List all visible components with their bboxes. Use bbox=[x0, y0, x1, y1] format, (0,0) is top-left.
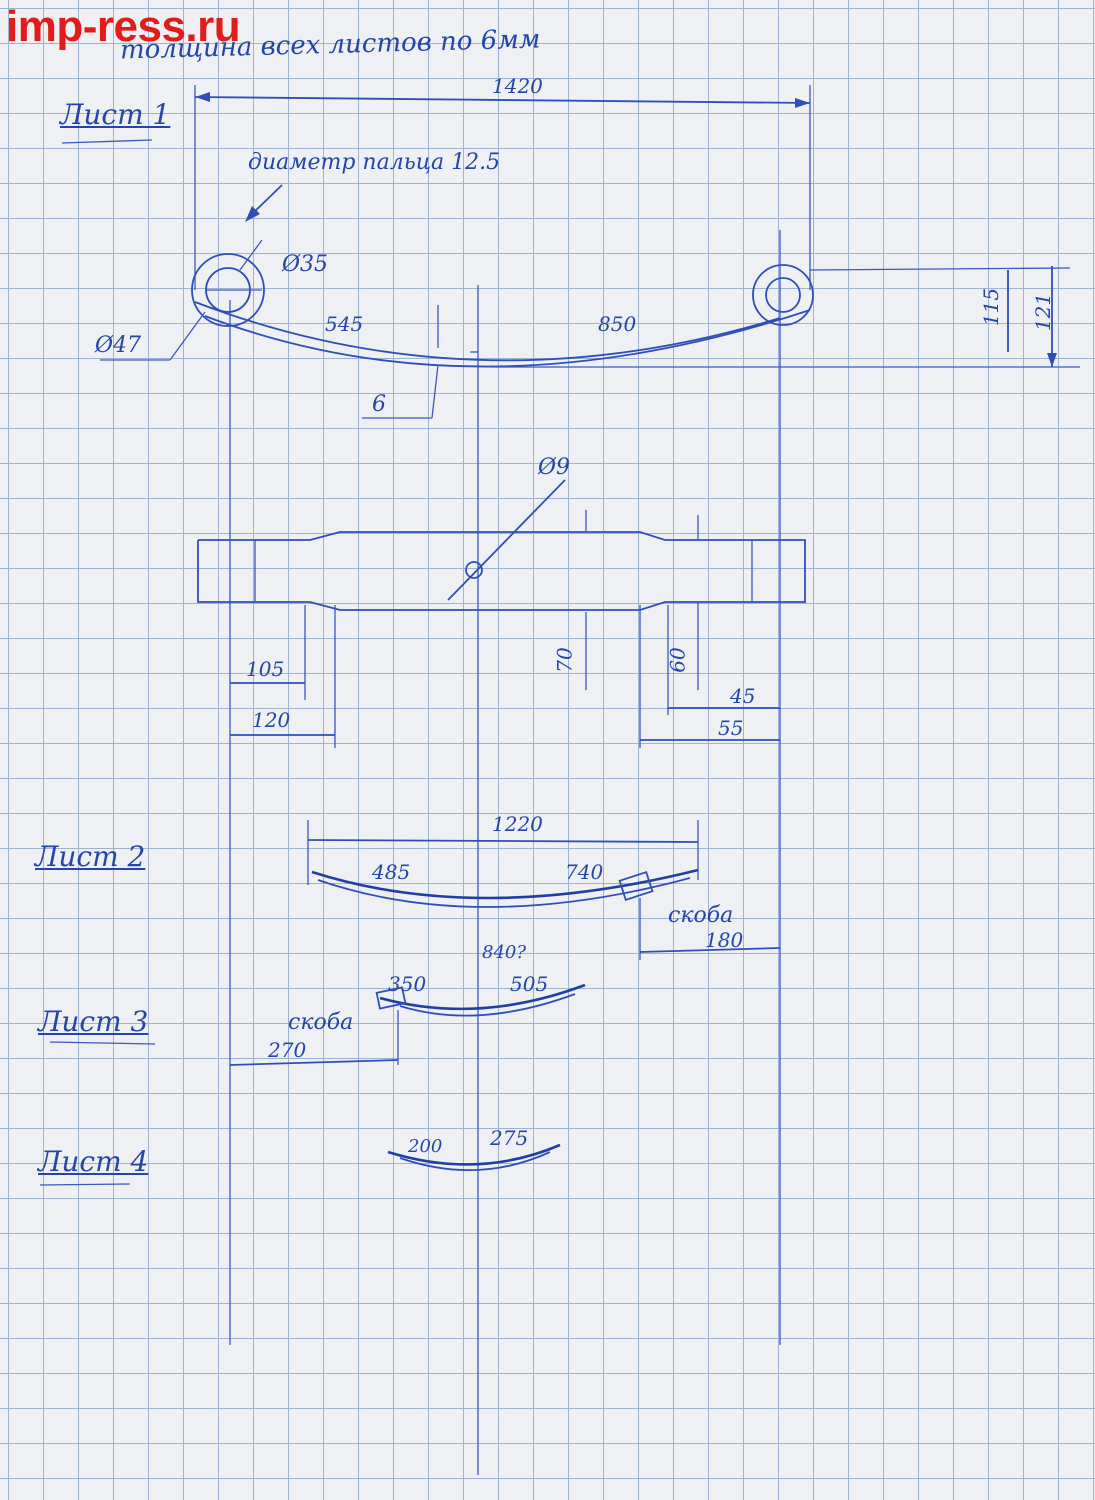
arrow-121-bottom bbox=[1047, 353, 1057, 367]
dim-leaf2-clamp: 180 bbox=[705, 928, 744, 952]
leaf4-label: Лист 4 bbox=[38, 1145, 149, 1178]
leaf2-clamp bbox=[618, 871, 654, 901]
dim-leaf3-left: 350 bbox=[388, 972, 427, 996]
leaf4-underline bbox=[39, 1183, 131, 1186]
dim-line-1420 bbox=[194, 96, 811, 104]
dim-leaf3-right: 505 bbox=[510, 972, 549, 996]
leaf3-clamp-label: скоба bbox=[288, 1010, 354, 1035]
leaf1-top bbox=[194, 301, 781, 362]
dim-55: 55 bbox=[718, 716, 744, 740]
dim-left-arc: 545 bbox=[325, 312, 364, 336]
eye-outer-leader2 bbox=[169, 311, 206, 361]
leaf1-bottom bbox=[204, 309, 811, 368]
eye-right-outer bbox=[752, 264, 814, 326]
dim-leaf2-length: 1220 bbox=[492, 812, 543, 836]
leaf2-label: Лист 2 bbox=[35, 840, 146, 873]
leaf3-underline bbox=[49, 1041, 156, 1045]
center-hole bbox=[465, 561, 483, 579]
dim-width-60: 60 bbox=[665, 647, 690, 673]
dim-leaf2-left: 485 bbox=[372, 860, 411, 884]
dim-line-1220 bbox=[307, 839, 699, 843]
dim-leaf3-clamp: 270 bbox=[268, 1038, 307, 1062]
height-top-ext bbox=[809, 267, 1071, 271]
dim-right-arc: 850 bbox=[598, 312, 637, 336]
thickness-leader-v bbox=[431, 364, 439, 419]
dim-width-70: 70 bbox=[552, 647, 577, 673]
pin-pointer-arrow bbox=[245, 206, 260, 222]
dim-leaf4-right: 275 bbox=[490, 1126, 529, 1150]
eye-left-outer bbox=[191, 253, 265, 327]
leaf2-bottom bbox=[317, 877, 691, 908]
leaf4-top bbox=[387, 1143, 561, 1166]
leaf3-clamp bbox=[375, 986, 407, 1010]
dim-height-115: 115 bbox=[979, 287, 1004, 327]
leaf2-top bbox=[311, 868, 699, 900]
dim-leaf2-right: 740 bbox=[565, 860, 604, 884]
dim-line-180 bbox=[639, 947, 781, 953]
leaf1-label: Лист 1 bbox=[60, 98, 171, 131]
dim-eye-inner: Ø35 bbox=[282, 252, 329, 277]
eye-inner-leader bbox=[239, 239, 263, 271]
arrow-1420-left bbox=[195, 92, 210, 102]
dim-45: 45 bbox=[730, 684, 756, 708]
leaf3-label: Лист 3 bbox=[38, 1005, 149, 1038]
dim-105: 105 bbox=[246, 657, 285, 681]
dim-height-121: 121 bbox=[1031, 292, 1056, 332]
leaf1-underline bbox=[61, 139, 153, 144]
dim-120: 120 bbox=[252, 708, 291, 732]
dim-leaf3-total: 840? bbox=[482, 942, 527, 963]
dim-thickness: 6 bbox=[372, 392, 386, 417]
hole-leader bbox=[447, 479, 566, 601]
dim-hole: Ø9 bbox=[538, 455, 571, 480]
leaf4-bottom bbox=[399, 1151, 551, 1172]
eye-right-inner bbox=[765, 277, 801, 313]
pin-diameter-note: диаметр пальца 12.5 bbox=[248, 150, 501, 175]
watermark: imp-ress.ru bbox=[6, 2, 241, 51]
leaf3-bottom bbox=[399, 993, 576, 1017]
dim-leaf4-left: 200 bbox=[408, 1136, 443, 1157]
arrow-1420-right bbox=[795, 98, 810, 108]
leaf2-clamp-label: скоба bbox=[668, 903, 734, 928]
dim-line-270 bbox=[229, 1059, 399, 1066]
dim-total-length: 1420 bbox=[492, 74, 543, 98]
dim-eye-outer: Ø47 bbox=[95, 333, 142, 358]
leaf1-top-view bbox=[197, 531, 806, 611]
